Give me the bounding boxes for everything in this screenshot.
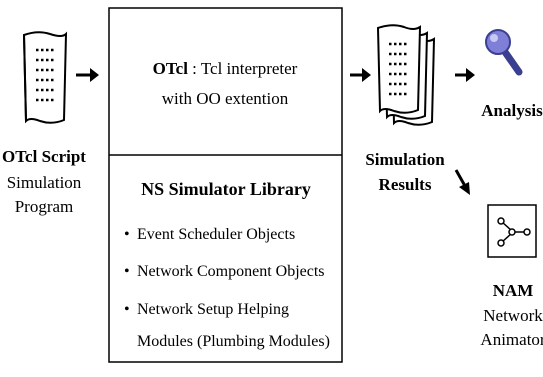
document-stack-icon [376, 24, 436, 126]
otcl-line1: OTcl : Tcl interpreter [153, 59, 298, 78]
magnifier-icon [485, 29, 523, 76]
network-graph-icon [487, 204, 537, 258]
otcl-line2: with OO extention [162, 89, 289, 108]
results-line1: Simulation [365, 150, 445, 169]
bullet-dot: • [124, 301, 130, 318]
bullet-dot: • [124, 226, 130, 243]
bullet-network-setup-cont: Modules (Plumbing Modules) [137, 333, 330, 350]
ns-library-bullet-list: • Event Scheduler Objects • Network Comp… [124, 226, 330, 350]
arrow-right-icon [76, 68, 99, 82]
ns-core-box [108, 7, 343, 363]
nam-title: NAM [493, 281, 534, 300]
arrow-right-icon [455, 68, 475, 82]
bullet-dot: • [124, 263, 130, 280]
bullet-event-scheduler: Event Scheduler Objects [137, 226, 295, 243]
analysis-label: Analysis [481, 101, 543, 120]
ns-library-title: NS Simulator Library [141, 179, 311, 199]
script-line1: Simulation [7, 173, 82, 192]
script-line2: Program [15, 197, 74, 216]
bullet-network-component: Network Component Objects [137, 263, 325, 280]
script-title: OTcl Script [2, 147, 86, 166]
nam-line2: Animator [480, 330, 543, 349]
bullet-network-setup: Network Setup Helping [137, 301, 289, 318]
document-icon [22, 31, 68, 124]
arrow-down-right-icon [454, 169, 470, 195]
results-line2: Results [379, 175, 432, 194]
nam-line1: Network [483, 306, 543, 325]
arrow-right-icon [350, 68, 371, 82]
